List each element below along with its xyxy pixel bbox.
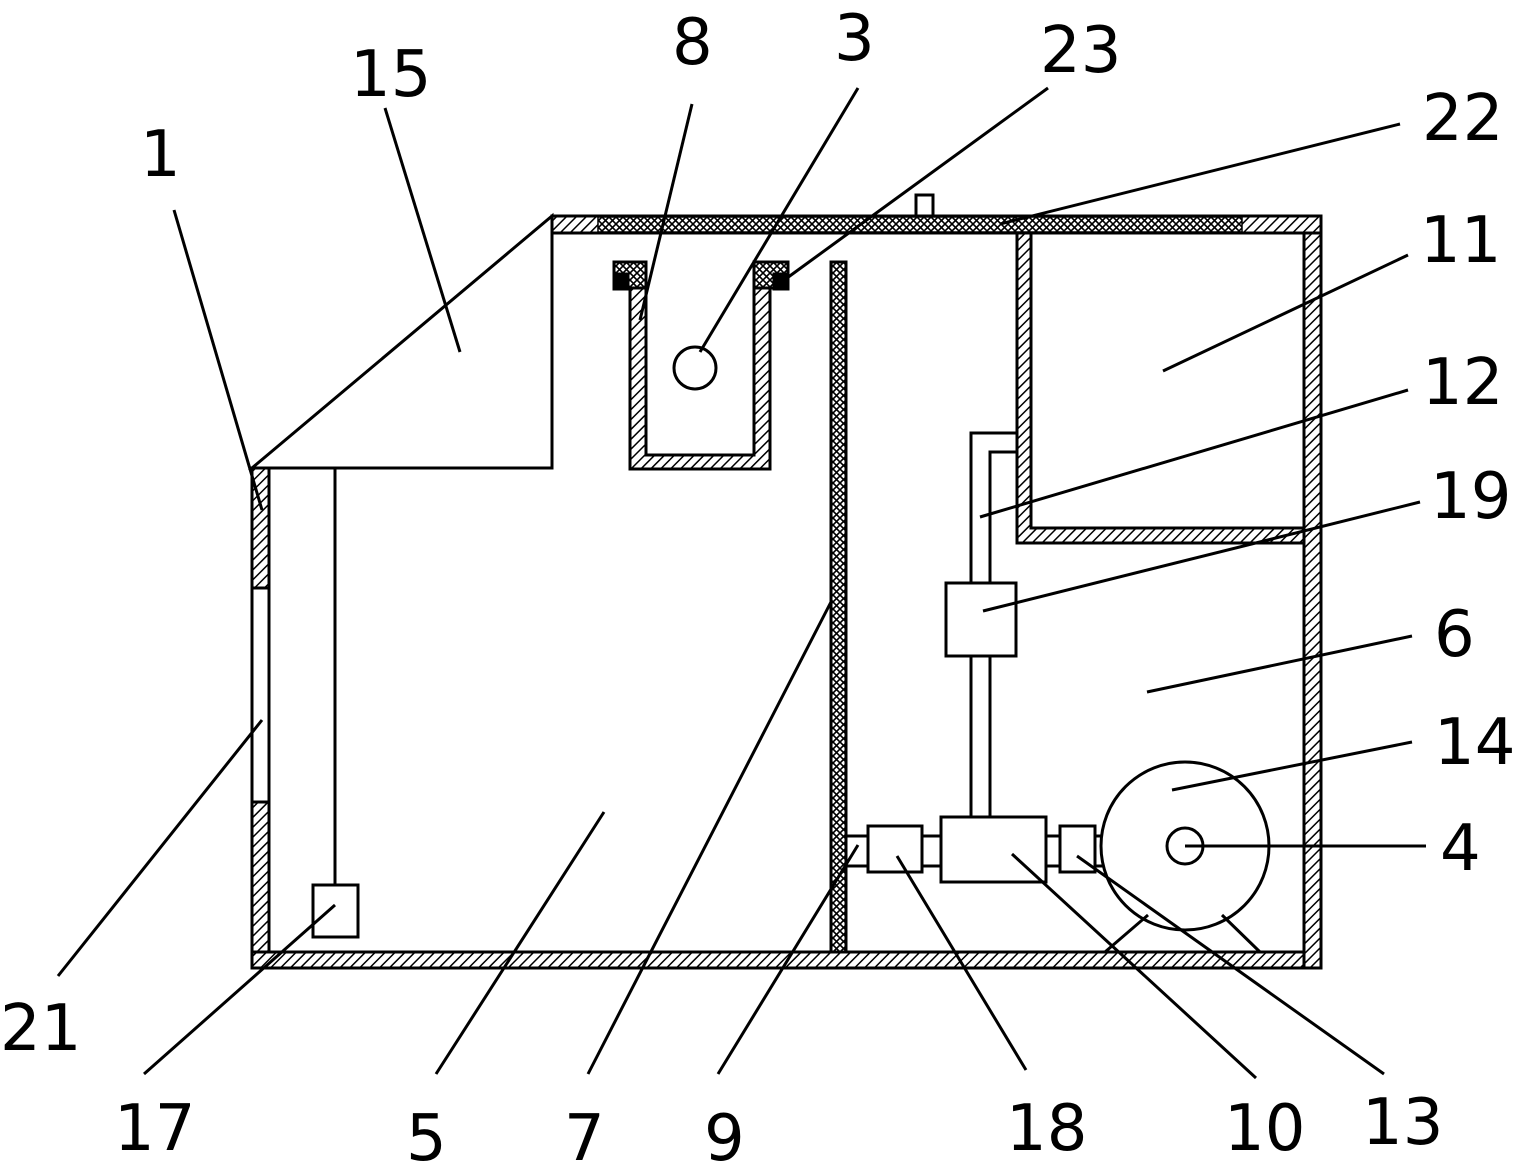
pipe-inner xyxy=(988,450,1017,583)
label-3: 3 xyxy=(834,2,875,76)
leader-18 xyxy=(895,855,1028,1071)
leader-9 xyxy=(716,844,860,1075)
feed-hopper xyxy=(247,212,554,470)
basket-hole xyxy=(672,345,718,391)
label-12: 12 xyxy=(1422,346,1503,420)
level-window xyxy=(250,586,271,804)
leader-10 xyxy=(1010,852,1258,1080)
float-block xyxy=(311,883,360,939)
leader-6 xyxy=(1146,634,1413,694)
leader-19 xyxy=(982,500,1421,613)
right-wall xyxy=(1302,214,1323,970)
label-6: 6 xyxy=(1434,598,1475,672)
pipe-outer xyxy=(969,431,1017,583)
leader-17 xyxy=(143,903,336,1076)
label-18: 18 xyxy=(1006,1092,1087,1166)
leader-14 xyxy=(1171,740,1413,792)
label-17: 17 xyxy=(114,1092,195,1166)
leader-lines xyxy=(56,86,1426,1080)
label-23: 23 xyxy=(1040,14,1121,88)
label-9: 9 xyxy=(704,1102,745,1167)
leader-7 xyxy=(586,599,834,1075)
top-cover-mesh xyxy=(597,216,1243,233)
upper-tank xyxy=(1015,231,1306,545)
label-19: 19 xyxy=(1430,460,1511,534)
label-11: 11 xyxy=(1420,204,1501,278)
leader-15 xyxy=(383,107,462,353)
label-15: 15 xyxy=(350,38,431,112)
label-1: 1 xyxy=(140,118,181,192)
filter-box xyxy=(866,824,924,874)
leader-1 xyxy=(172,209,264,511)
label-7: 7 xyxy=(564,1102,605,1167)
left-wall-lower xyxy=(250,800,271,970)
label-5: 5 xyxy=(406,1102,447,1167)
label-14: 14 xyxy=(1434,706,1515,780)
leader-22 xyxy=(999,122,1401,226)
label-13: 13 xyxy=(1362,1086,1443,1160)
label-8: 8 xyxy=(672,6,713,80)
leader-23 xyxy=(786,86,1049,280)
top-knob xyxy=(914,193,935,218)
leader-13 xyxy=(1076,854,1385,1076)
label-10: 10 xyxy=(1224,1092,1305,1166)
leader-12 xyxy=(979,388,1409,519)
valve-box xyxy=(944,581,1018,658)
label-22: 22 xyxy=(1422,82,1503,156)
leader-8 xyxy=(638,103,694,321)
leader-11 xyxy=(1162,253,1409,373)
partition-wall xyxy=(829,260,848,954)
label-4: 4 xyxy=(1440,812,1481,886)
leader-21 xyxy=(56,719,264,977)
label-21: 21 xyxy=(0,992,81,1066)
leader-5 xyxy=(434,811,606,1075)
leader-3 xyxy=(698,87,860,353)
